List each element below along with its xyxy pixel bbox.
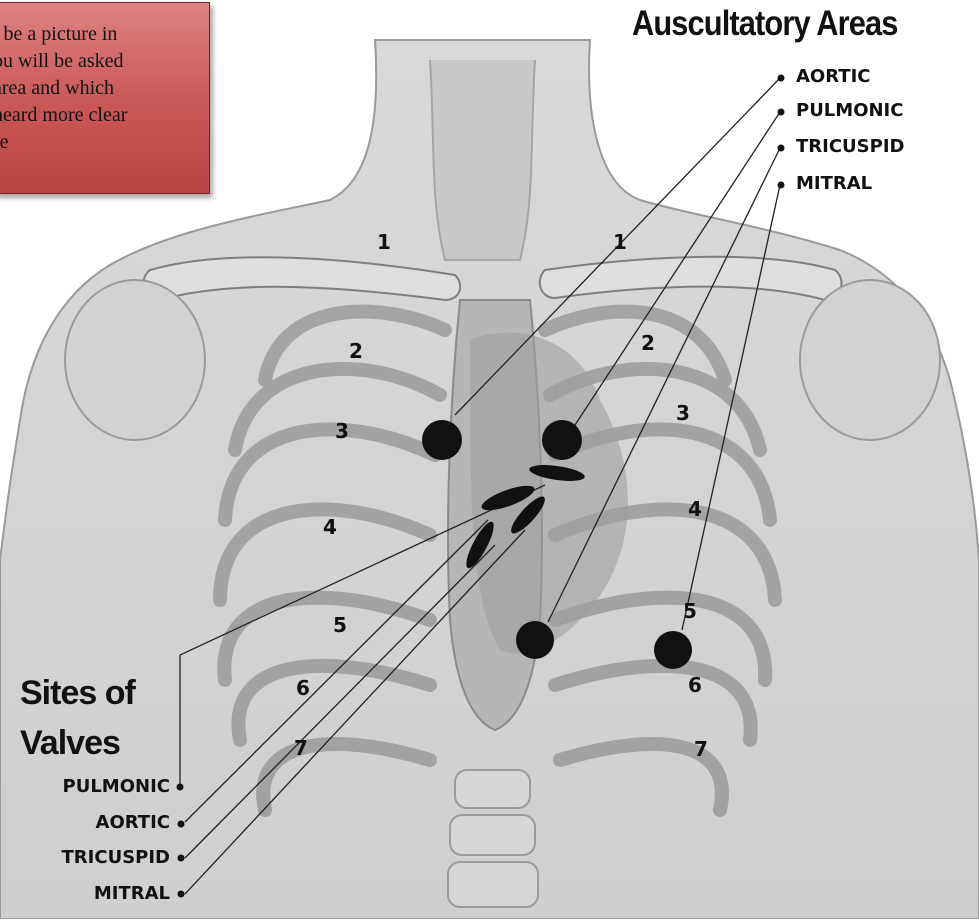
pulmonic-valve-label: PULMONIC: [0, 776, 170, 797]
right-shoulder: [800, 280, 940, 440]
mitral-area-dot: [654, 631, 692, 669]
note-line-3: area and which: [0, 75, 203, 102]
note-line-4: heard more clear: [0, 102, 203, 129]
tricuspid-valve-label: TRICUSPID: [0, 847, 170, 868]
rib-num-right-5: 5: [683, 599, 697, 623]
instruction-note-text: l be a picture in ou will be asked area …: [0, 21, 203, 156]
rib-num-right-4: 4: [688, 497, 702, 521]
aortic-area-label: AORTIC: [796, 66, 870, 87]
left-shoulder: [65, 280, 205, 440]
spine: [448, 770, 538, 907]
pulmonic-area-label: PULMONIC: [796, 100, 903, 121]
rib-num-left-3: 3: [335, 419, 349, 443]
rib-num-left-2: 2: [349, 339, 363, 363]
tricuspid-area-dot: [516, 621, 554, 659]
rib-num-left-7: 7: [294, 736, 308, 760]
rib-num-right-3: 3: [676, 401, 690, 425]
rib-num-right-2: 2: [641, 331, 655, 355]
rib-num-right-7: 7: [694, 737, 708, 761]
mitral-area-label: MITRAL: [796, 173, 872, 194]
pulmonic-area-dot: [542, 420, 582, 460]
sites-title-line-1: Sites of: [20, 668, 135, 718]
rib-num-left-5: 5: [333, 613, 347, 637]
rib-num-left-6: 6: [296, 676, 310, 700]
rib-num-left-1: 1: [377, 230, 391, 254]
aortic-valve-label: AORTIC: [0, 812, 170, 833]
rib-num-right-1: 1: [613, 230, 627, 254]
note-line-2: ou will be asked: [0, 48, 203, 75]
auscultatory-areas-title: Auscultatory Areas: [632, 4, 897, 44]
instruction-note: l be a picture in ou will be asked area …: [0, 2, 210, 194]
tricuspid-area-label: TRICUSPID: [796, 136, 904, 157]
note-line-1: l be a picture in: [0, 21, 203, 48]
aortic-area-dot: [422, 420, 462, 460]
sites-title-line-2: Valves: [20, 718, 135, 768]
rib-num-left-4: 4: [323, 515, 337, 539]
mitral-valve-label: MITRAL: [0, 883, 170, 904]
sites-of-valves-title: Sites of Valves: [20, 668, 135, 768]
note-line-5: re: [0, 129, 203, 156]
neck: [430, 60, 535, 260]
rib-num-right-6: 6: [688, 673, 702, 697]
